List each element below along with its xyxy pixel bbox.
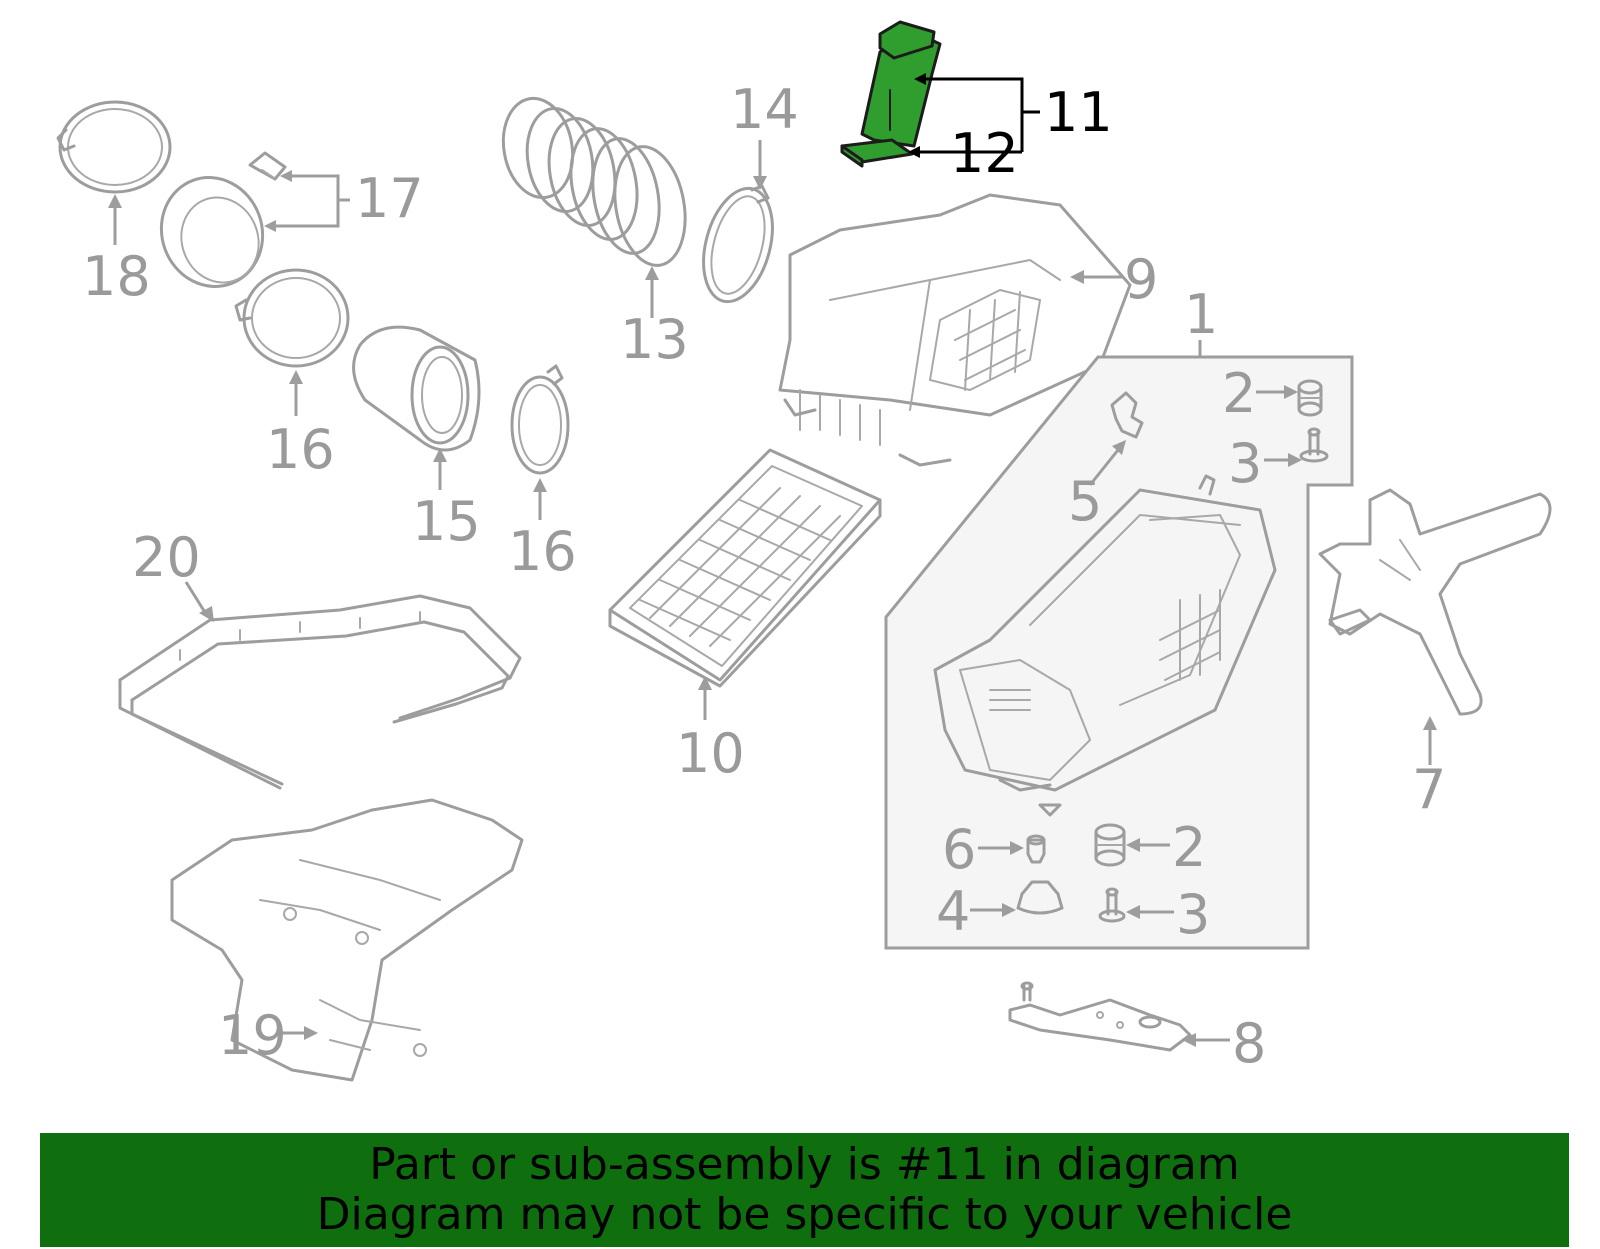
part-12-gasket[interactable] xyxy=(840,138,914,168)
part-4-mount[interactable] xyxy=(1016,880,1064,915)
part-17-hose[interactable] xyxy=(146,151,287,301)
callout-15: 15 xyxy=(412,448,481,553)
svg-text:12: 12 xyxy=(950,122,1019,185)
part-1-housing[interactable] xyxy=(933,474,1277,817)
part-13-bellows[interactable] xyxy=(496,93,694,271)
svg-text:19: 19 xyxy=(218,1004,287,1067)
callout-14: 14 xyxy=(730,78,799,190)
part-14-clamp[interactable] xyxy=(692,181,784,310)
part-8-plate[interactable] xyxy=(1008,981,1192,1052)
part-9-cover[interactable] xyxy=(778,193,1132,467)
notice-line-1: Part or sub-assembly is #11 in diagram xyxy=(369,1139,1240,1190)
callout-9: 9 xyxy=(1070,248,1158,311)
notice-banner: Part or sub-assembly is #11 in diagram D… xyxy=(40,1133,1569,1247)
svg-text:14: 14 xyxy=(730,78,799,141)
part-5-clip[interactable] xyxy=(1110,391,1144,439)
svg-text:11: 11 xyxy=(1044,81,1113,144)
callout-2-upper: 2 xyxy=(1222,362,1298,425)
svg-text:2: 2 xyxy=(1172,816,1206,879)
svg-text:20: 20 xyxy=(132,526,201,589)
callout-17: 17 xyxy=(264,167,424,232)
svg-text:2: 2 xyxy=(1222,362,1256,425)
part-20-rail[interactable] xyxy=(118,594,522,790)
svg-text:10: 10 xyxy=(676,722,745,785)
callout-18: 18 xyxy=(82,194,151,308)
part-15-duct[interactable] xyxy=(352,325,481,452)
callout-1: 1 xyxy=(1184,283,1218,357)
callout-13: 13 xyxy=(620,266,689,371)
callout-3-upper: 3 xyxy=(1228,432,1302,495)
callout-8: 8 xyxy=(1182,1012,1266,1075)
part-18-clamp[interactable] xyxy=(56,100,172,194)
svg-text:16: 16 xyxy=(266,418,335,481)
callout-7: 7 xyxy=(1412,716,1446,821)
callout-3-lower: 3 xyxy=(1126,883,1210,946)
callout-6: 6 xyxy=(942,818,1024,881)
part-2-grommet-upper[interactable] xyxy=(1297,379,1323,417)
svg-text:13: 13 xyxy=(620,308,689,371)
callout-2-lower: 2 xyxy=(1126,816,1206,879)
svg-text:18: 18 xyxy=(82,245,151,308)
part-10-filter[interactable] xyxy=(608,448,882,688)
callout-16-lower: 16 xyxy=(508,478,577,583)
svg-text:6: 6 xyxy=(942,818,976,881)
part-19-tray[interactable] xyxy=(170,798,524,1082)
callout-4: 4 xyxy=(936,880,1016,943)
svg-text:3: 3 xyxy=(1176,883,1210,946)
callout-20: 20 xyxy=(132,526,214,622)
notice-line-2: Diagram may not be specific to your vehi… xyxy=(316,1189,1293,1240)
part-6-pin[interactable] xyxy=(1026,834,1046,864)
part-11-sensor[interactable] xyxy=(860,20,942,148)
callout-11-12: 11 12 xyxy=(908,73,1113,185)
svg-text:3: 3 xyxy=(1228,432,1262,495)
part-2-grommet-lower[interactable] xyxy=(1094,823,1126,867)
part-16-clamp-lower[interactable] xyxy=(510,364,570,475)
part-16-clamp-upper[interactable] xyxy=(234,268,350,368)
svg-text:15: 15 xyxy=(412,490,481,553)
callout-16-upper: 16 xyxy=(266,370,335,481)
svg-text:17: 17 xyxy=(355,167,424,230)
svg-text:7: 7 xyxy=(1412,758,1446,821)
callout-19: 19 xyxy=(218,1004,318,1067)
svg-text:5: 5 xyxy=(1068,470,1102,533)
callout-5: 5 xyxy=(1068,440,1126,533)
svg-text:16: 16 xyxy=(508,520,577,583)
svg-text:8: 8 xyxy=(1232,1012,1266,1075)
callout-10: 10 xyxy=(676,676,745,785)
part-3-bolt-upper[interactable] xyxy=(1299,427,1329,463)
part-3-bolt-lower[interactable] xyxy=(1098,887,1126,923)
svg-text:1: 1 xyxy=(1184,283,1218,346)
svg-text:9: 9 xyxy=(1124,248,1158,311)
part-7-bracket[interactable] xyxy=(1318,488,1552,716)
svg-text:4: 4 xyxy=(936,880,970,943)
